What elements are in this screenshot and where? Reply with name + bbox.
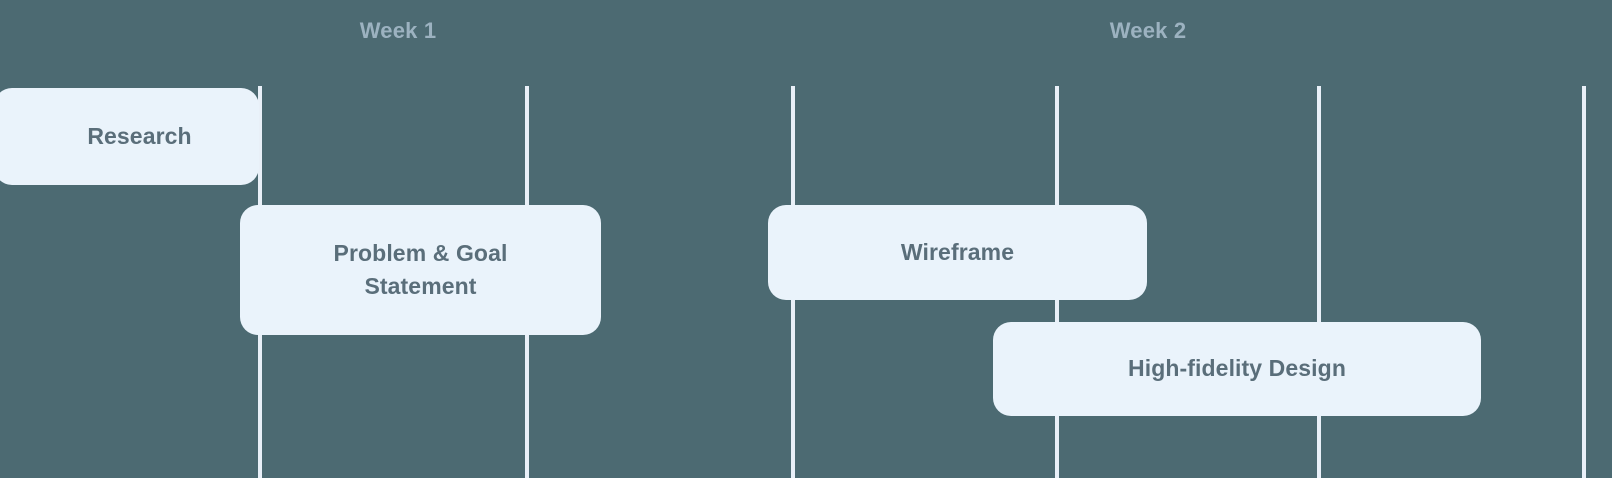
task-bar-label: Wireframe	[900, 238, 1015, 265]
task-bar-research[interactable]: Research	[0, 88, 259, 185]
task-bar-high-fidelity-design[interactable]: High-fidelity Design	[993, 322, 1481, 416]
gridline-6	[1582, 86, 1586, 478]
gridline-5	[1317, 86, 1321, 478]
task-bar-label: High-fidelity Design	[1128, 355, 1346, 382]
column-header-week-2: Week 2	[1109, 18, 1187, 43]
task-bar-label: Research	[87, 122, 192, 149]
column-header-week-1: Week 1	[359, 18, 437, 43]
task-bar-wireframe[interactable]: Wireframe	[768, 205, 1147, 300]
task-bar-problem-goal-statement[interactable]: Problem & Goal Statement	[240, 205, 601, 335]
task-bar-label: Problem & Goal Statement	[333, 239, 508, 299]
